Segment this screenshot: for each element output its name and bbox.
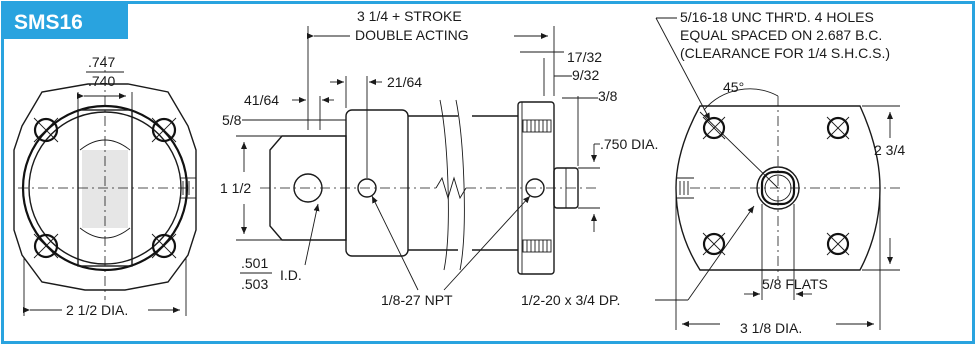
dim-2half-dia: 2 1/2 DIA. [66,302,128,318]
dim-stroke-line1: 3 1/4 + STROKE [357,8,462,24]
dim-3-8: 3/8 [598,88,618,104]
dim-740: .740 [88,73,115,89]
flange-thread-top [522,119,552,133]
bolt-hole-bl [33,233,59,259]
dim-5-8: 5/8 [222,112,242,128]
model-badge: SMS16 [2,2,128,39]
dim-45: 45° [723,79,744,95]
dim-1half: 1 1/2 [220,180,251,196]
dim-21-64: 21/64 [387,74,422,90]
dim-thread-dp: 1/2-20 x 3/4 DP. [521,292,620,308]
bolt-hole-br [151,233,177,259]
left-end-view: .747 .740 2 1/2 DIA. [13,54,197,318]
model-label: SMS16 [14,11,83,34]
bolt-hole-tr [151,117,177,143]
note-line2: EQUAL SPACED ON 2.687 B.C. [680,27,882,43]
dim-5-8-flats: 5/8 FLATS [762,276,828,292]
rear-bolt-hole-br [826,232,850,256]
dim-501: .501 [241,255,268,271]
dim-17-32: 17/32 [567,49,602,65]
rear-bolt-hole-bl [702,232,726,256]
dim-id: I.D. [280,267,302,283]
dim-3-1-8-dia: 3 1/8 DIA. [740,320,802,336]
dim-npt: 1/8-27 NPT [381,292,453,308]
dim-41-64: 41/64 [244,92,279,108]
rear-bolt-hole-tr [826,116,850,140]
note-line3: (CLEARANCE FOR 1/4 S.H.C.S.) [680,45,890,61]
dim-stroke-line2: DOUBLE ACTING [355,27,469,43]
rear-bolt-hole-tl [702,116,726,140]
dim-2-3-4: 2 3/4 [874,142,905,158]
right-end-view: 5/16-18 UNC THR'D. 4 HOLES EQUAL SPACED … [655,9,905,336]
flange-thread-bottom [522,239,552,253]
bolt-hole-tl [33,117,59,143]
note-line1: 5/16-18 UNC THR'D. 4 HOLES [680,9,874,25]
dim-9-32: 9/32 [572,67,599,83]
dim-750-dia: .750 DIA. [600,136,658,152]
dim-747: .747 [88,54,115,70]
dim-503: .503 [241,276,268,292]
side-view: 3 1/4 + STROKE DOUBLE ACTING 41/64 21/64… [220,8,755,308]
